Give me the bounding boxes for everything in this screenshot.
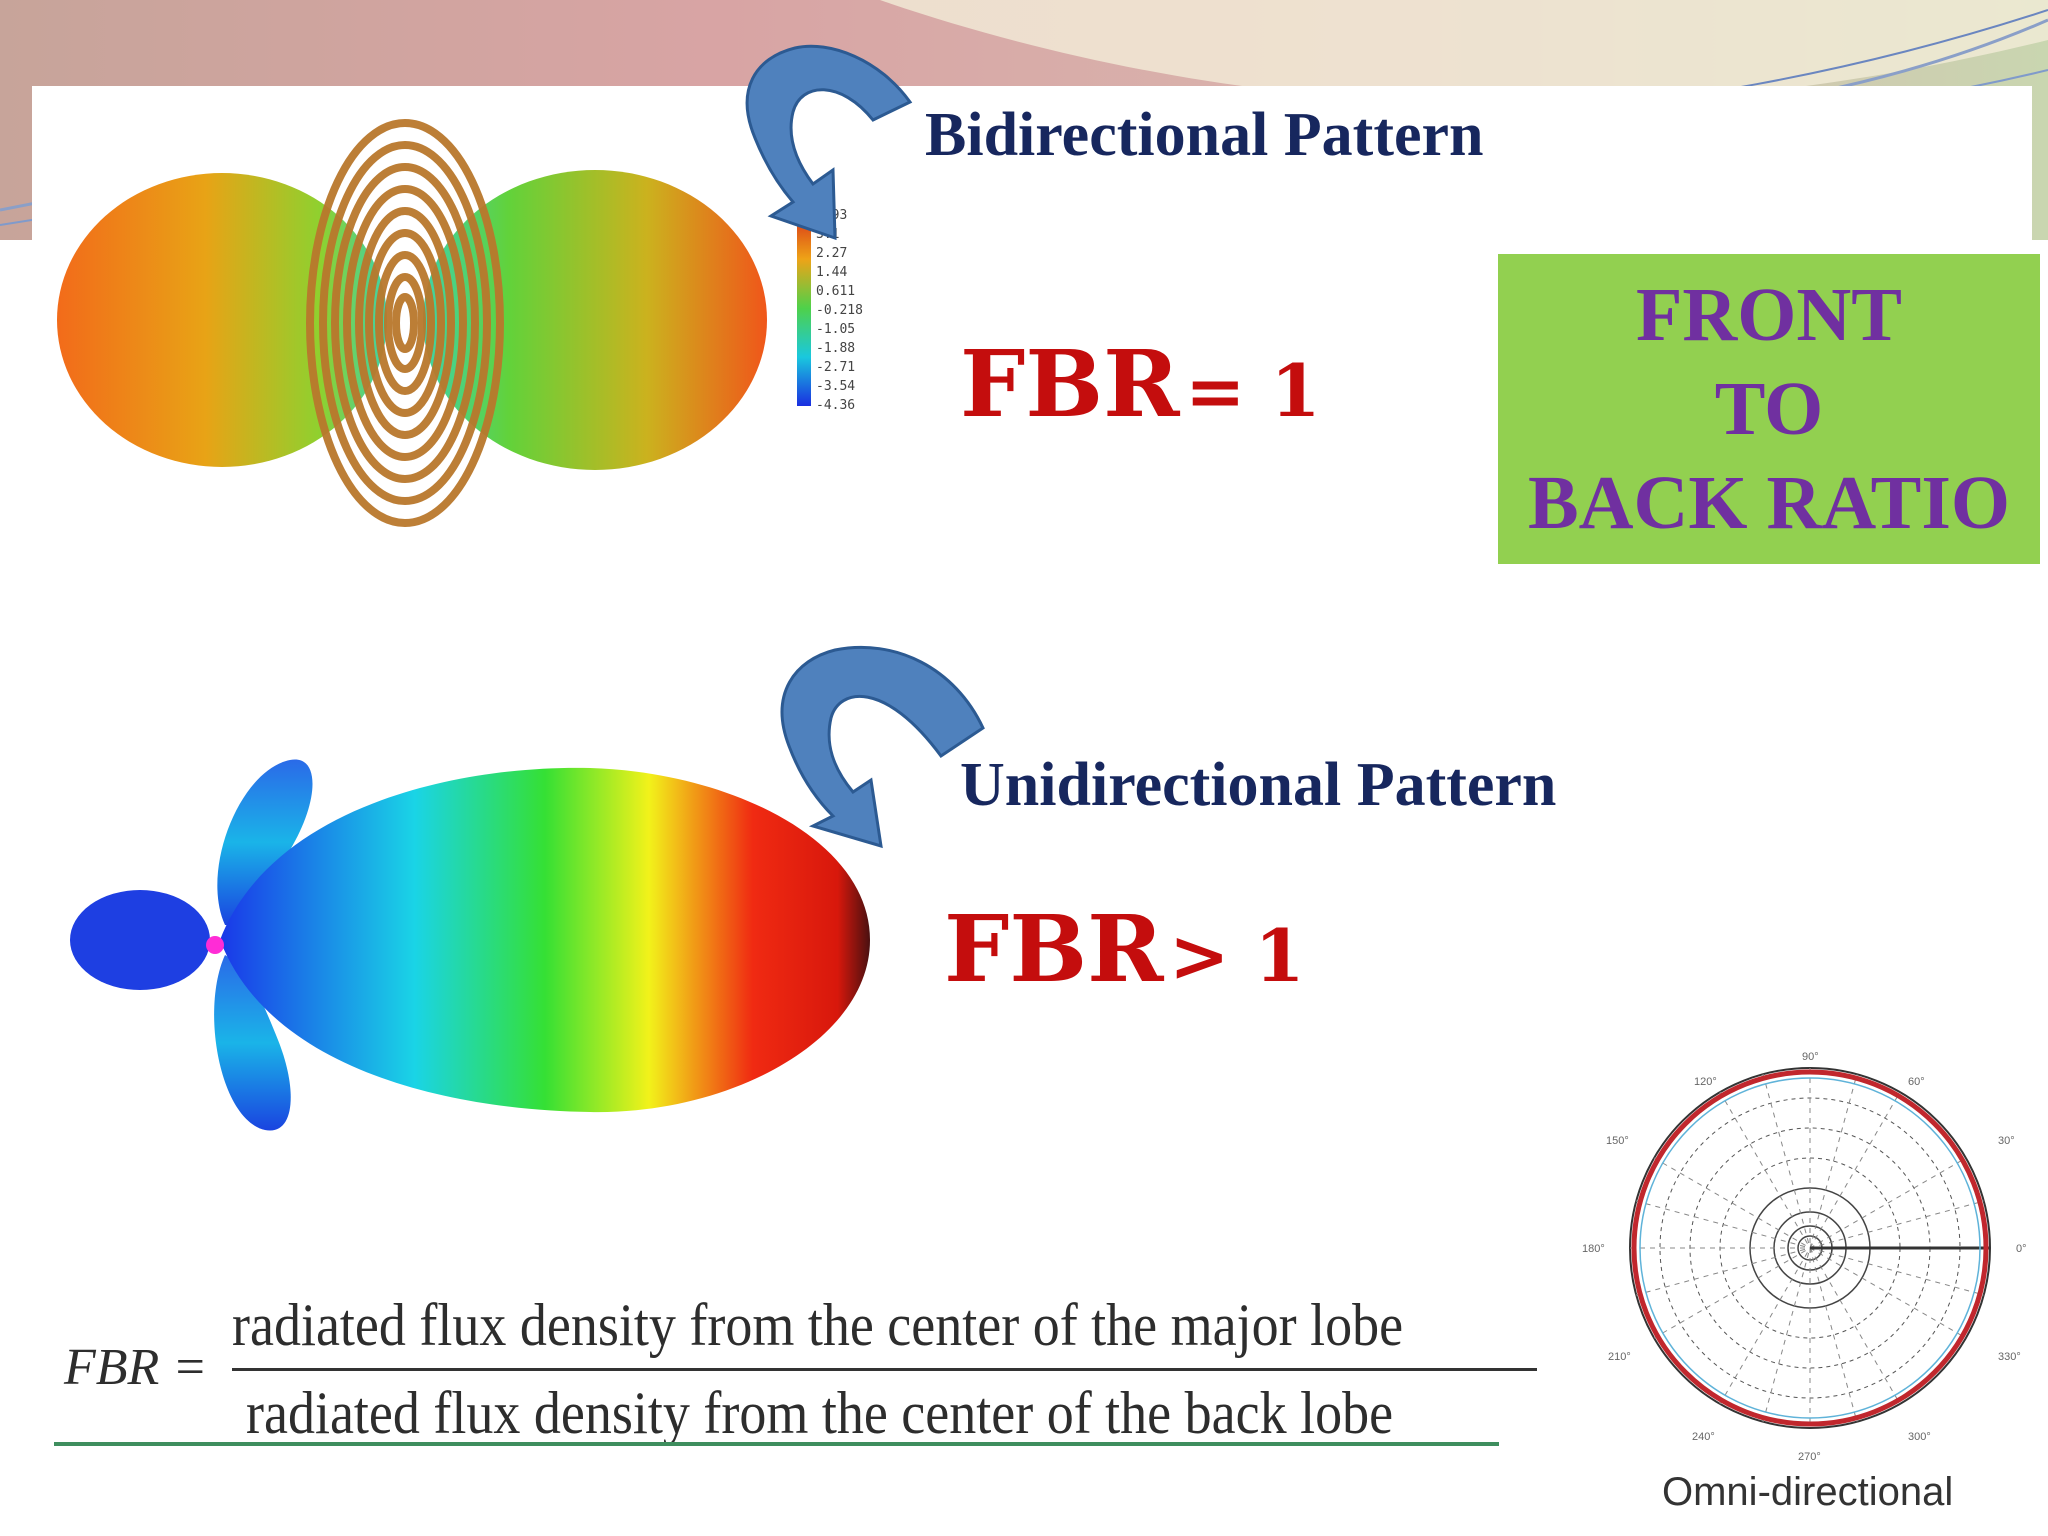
- polar-angle-label: 240°: [1692, 1431, 1715, 1443]
- polar-angle-label: 120°: [1694, 1076, 1717, 1088]
- omnidirectional-label: Omni-directional: [1662, 1470, 1954, 1514]
- fbr-greater-label: FBR > 1: [944, 895, 1305, 1003]
- polar-angle-label: 90°: [1802, 1051, 1819, 1063]
- acronym-line-1: FRONT: [1636, 273, 1902, 357]
- unidirectional-pattern-figure: [70, 759, 870, 1131]
- curved-arrow-icon: [780, 645, 985, 849]
- front-to-back-ratio-box: FRONT TO BACK RATIO: [1498, 254, 2040, 564]
- color-scale-value: -4.36: [816, 398, 855, 413]
- bidirectional-pattern-figure: 3.93 3.1 2.27 1.44 0.611 -0.218 -1.05 -1…: [57, 119, 863, 527]
- formula-lhs: FBR =: [64, 1339, 208, 1396]
- fbr-equal-term: FBR: [960, 330, 1180, 438]
- acronym-line-3: BACK RATIO: [1527, 461, 2011, 545]
- fbr-equal-value: = 1: [1185, 348, 1321, 433]
- polar-angle-label: 30°: [1998, 1135, 2015, 1147]
- unidirectional-pattern-label: Unidirectional Pattern: [960, 751, 1557, 819]
- color-scale-value: 1.44: [816, 265, 847, 280]
- polar-angle-label: 210°: [1608, 1351, 1631, 1363]
- polar-angle-label: 330°: [1998, 1351, 2021, 1363]
- color-scale-value: -0.218: [816, 303, 863, 318]
- acronym-line-2: TO: [1714, 367, 1824, 451]
- fraction-bar: [232, 1368, 1537, 1371]
- fbr-equal-label: FBR = 1: [960, 330, 1321, 438]
- color-scale-value: -2.71: [816, 360, 855, 375]
- bidirectional-pattern-label: Bidirectional Pattern: [925, 101, 1484, 169]
- fbr-greater-value: > 1: [1169, 913, 1305, 998]
- formula-numerator: radiated flux density from the center of…: [232, 1291, 1404, 1359]
- polar-angle-label: 60°: [1908, 1076, 1925, 1088]
- polar-angle-label: 270°: [1798, 1451, 1821, 1463]
- curved-arrow-icon: [745, 44, 913, 241]
- polar-angle-label: 180°: [1582, 1243, 1605, 1255]
- omnidirectional-polar-plot: 90° 120° 60° 150° 30° 180° 0° 210° 330° …: [1582, 1051, 2027, 1463]
- fbr-greater-term: FBR: [944, 895, 1164, 1003]
- color-scale-value: -3.54: [816, 379, 855, 394]
- color-scale-value: -1.05: [816, 322, 855, 337]
- polar-angle-label: 150°: [1606, 1135, 1629, 1147]
- color-scale-value: 2.27: [816, 246, 847, 261]
- formula-denominator: radiated flux density from the center of…: [246, 1379, 1394, 1447]
- polar-angle-label: 300°: [1908, 1431, 1931, 1443]
- color-scale-value: -1.88: [816, 341, 855, 356]
- formula-underline: [54, 1442, 1499, 1446]
- polar-angle-label: 0°: [2016, 1243, 2027, 1255]
- color-scale-value: 0.611: [816, 284, 855, 299]
- fbr-formula: FBR = radiated flux density from the cen…: [54, 1290, 1537, 1450]
